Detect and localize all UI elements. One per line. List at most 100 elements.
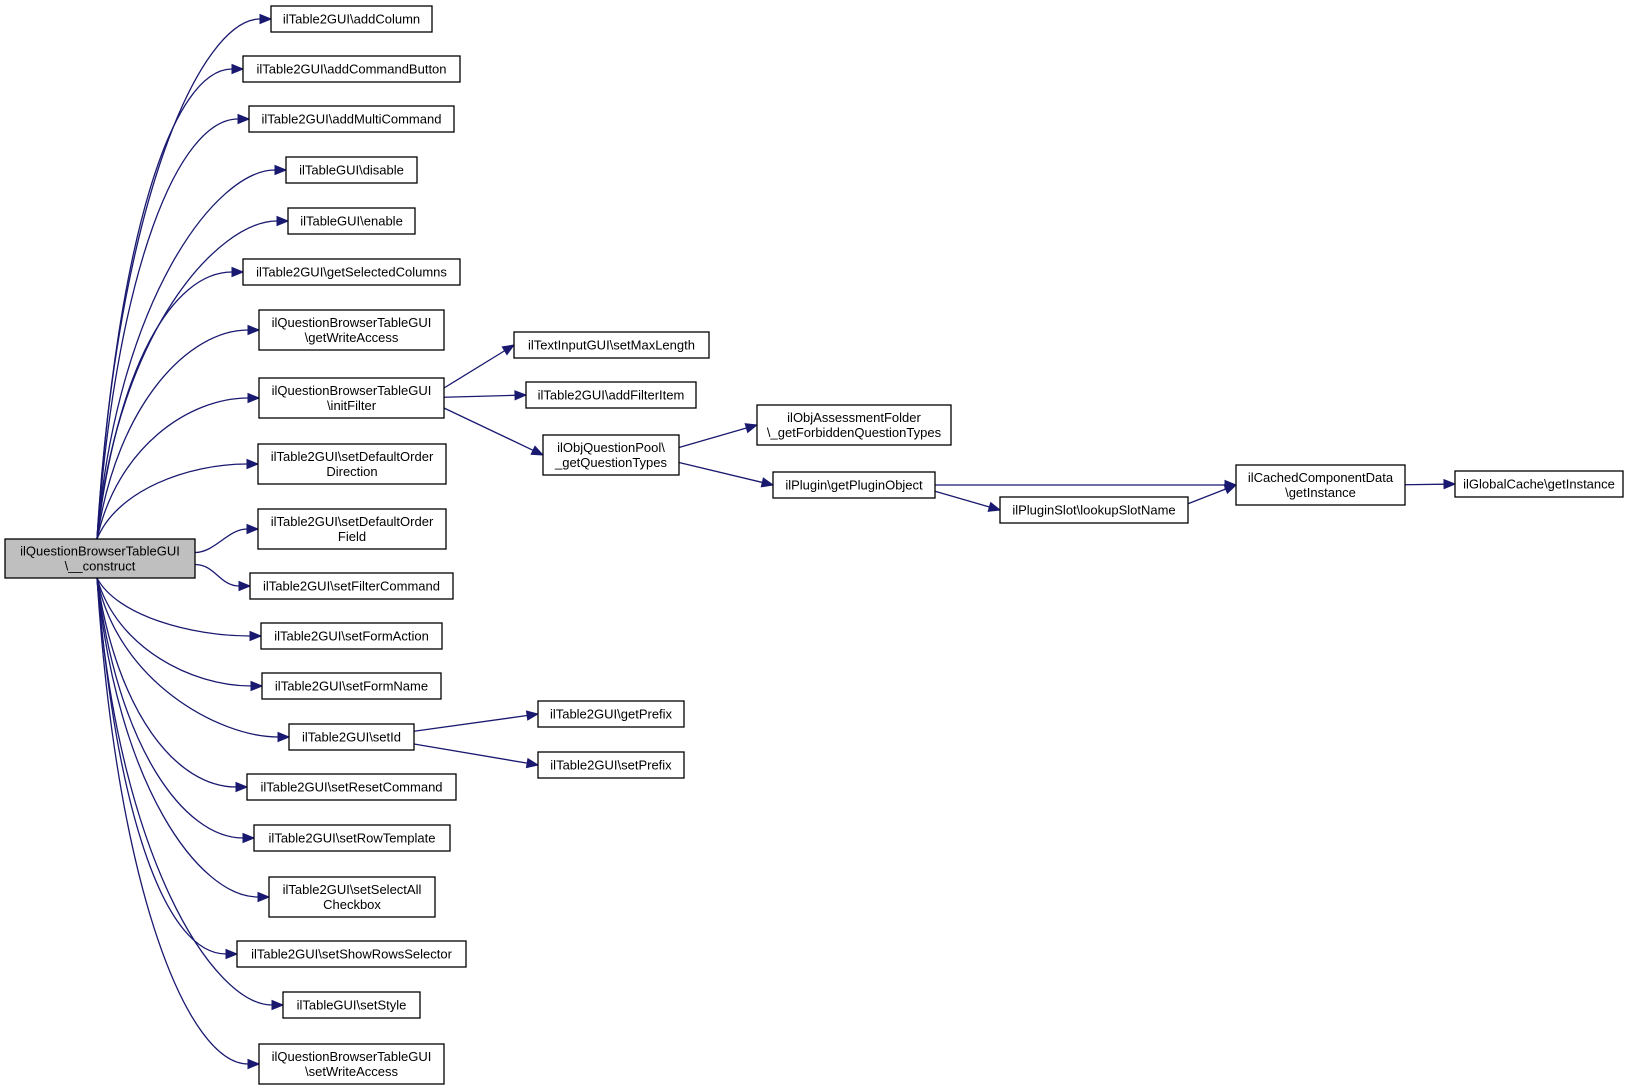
edge-line (96, 397, 249, 540)
node-getforbiddenquestiontypes[interactable]: ilObjAssessmentFolder\_getForbiddenQuest… (756, 404, 952, 446)
edge-root-n12 (96, 577, 263, 642)
edge-line (934, 490, 990, 508)
edge-root-n14 (96, 577, 291, 743)
edge-root-n19 (96, 577, 285, 1011)
node-lookupslotname[interactable]: ilPluginSlot\lookupSlotName (999, 496, 1189, 524)
node-label: ilTable2GUI\getPrefix (550, 707, 673, 722)
node-getselectedcolumns[interactable]: ilTable2GUI\getSelectedColumns (242, 258, 461, 286)
node-addfilteritem[interactable]: ilTable2GUI\addFilterItem (525, 381, 697, 409)
node-box (248, 105, 455, 133)
node-box (287, 207, 416, 235)
edge-line (96, 577, 249, 1065)
node-label: ilTable2GUI\setFormAction (274, 629, 429, 644)
nodes-layer: ilQuestionBrowserTableGUI\__construct ilT… (4, 5, 1624, 1085)
node-setstyle[interactable]: ilTableGUI\setStyle (282, 991, 421, 1019)
node-setprefix[interactable]: ilTable2GUI\setPrefix (537, 751, 685, 779)
node-setmaxlength[interactable]: ilTextInputGUI\setMaxLength (513, 331, 710, 359)
node-box (258, 1043, 445, 1085)
node-getwriteaccess[interactable]: ilQuestionBrowserTableGUI\getWriteAccess (258, 309, 445, 351)
edge-line (678, 461, 763, 484)
edge-arrowhead (225, 948, 239, 960)
node-label: ilTableGUI\setStyle (297, 998, 407, 1013)
node-label: ilTable2GUI\setFormName (275, 679, 428, 694)
node-label: \_getForbiddenQuestionTypes (767, 425, 942, 440)
node-label: \getWriteAccess (305, 330, 399, 345)
node-setformaction[interactable]: ilTable2GUI\setFormAction (260, 622, 443, 650)
node-label: ilTable2GUI\addCommandButton (256, 62, 446, 77)
node-box (260, 622, 443, 650)
edge-arrowhead (987, 501, 1002, 512)
node-enable[interactable]: ilTableGUI\enable (287, 207, 416, 235)
edge-arrowhead (760, 477, 775, 488)
node-getquestiontypes[interactable]: ilObjQuestionPool\_getQuestionTypes (542, 434, 680, 476)
node-addcommandbutton[interactable]: ilTable2GUI\addCommandButton (242, 55, 461, 83)
edge-line (96, 577, 251, 637)
edge-line (443, 350, 505, 389)
node-box (288, 723, 415, 751)
edge-arrowhead (246, 523, 260, 535)
node-label: ilTable2GUI\setFilterCommand (263, 579, 440, 594)
edge-n23-n25 (678, 461, 775, 488)
node-label: ilTable2GUI\getSelectedColumns (256, 265, 447, 280)
edge-arrowhead (271, 999, 285, 1011)
edge-n14-n30 (413, 743, 540, 769)
node-globalcache-getinstance[interactable]: ilGlobalCache\getInstance (1454, 470, 1624, 498)
node-box (253, 824, 451, 852)
node-box (1235, 464, 1406, 506)
node-label: ilQuestionBrowserTableGUI (272, 383, 432, 398)
edge-line (96, 463, 248, 540)
node-initfilter[interactable]: ilQuestionBrowserTableGUI\initFilter (258, 377, 445, 419)
node-label: \setWriteAccess (305, 1064, 398, 1079)
node-setshowrowsselector[interactable]: ilTable2GUI\setShowRowsSelector (236, 940, 467, 968)
node-label: ilTable2GUI\addColumn (283, 12, 420, 27)
node-setfiltercommand[interactable]: ilTable2GUI\setFilterCommand (249, 572, 454, 600)
edge-line (413, 743, 528, 764)
edge-line (96, 577, 237, 788)
node-setformname[interactable]: ilTable2GUI\setFormName (261, 672, 442, 700)
node-label: Field (338, 529, 366, 544)
edge-root-n9 (96, 458, 260, 540)
node-label: ilTable2GUI\setId (302, 730, 401, 745)
node-box (270, 5, 433, 33)
node-box (242, 55, 461, 83)
node-setresetcommand[interactable]: ilTable2GUI\setResetCommand (246, 773, 457, 801)
node-addcolumn[interactable]: ilTable2GUI\addColumn (270, 5, 433, 33)
node-label: ilTableGUI\enable (300, 214, 403, 229)
node-disable[interactable]: ilTableGUI\disable (285, 156, 418, 184)
node-box (258, 309, 445, 351)
edge-line (1404, 483, 1445, 486)
node-setrowtemplate[interactable]: ilTable2GUI\setRowTemplate (253, 824, 451, 852)
edge-arrowhead (525, 710, 540, 721)
node-setid[interactable]: ilTable2GUI\setId (288, 723, 415, 751)
node-getpluginobject[interactable]: ilPlugin\getPluginObject (772, 471, 936, 499)
node-ilquestionbrowsertablegui-construct[interactable]: ilQuestionBrowserTableGUI\__construct (4, 538, 196, 579)
node-setwriteaccess[interactable]: ilQuestionBrowserTableGUI\setWriteAccess (258, 1043, 445, 1085)
edge-arrowhead (237, 113, 251, 125)
edge-root-n13 (96, 577, 264, 692)
node-box (261, 672, 442, 700)
edges-layer (96, 13, 1457, 1070)
node-label: ilTextInputGUI\setMaxLength (528, 338, 695, 353)
edge-line (194, 563, 240, 587)
edge-line (194, 528, 248, 554)
node-box (282, 991, 421, 1019)
node-label: Checkbox (323, 897, 381, 912)
node-box (999, 496, 1189, 524)
edge-arrowhead (274, 164, 288, 176)
node-label: \initFilter (327, 398, 377, 413)
edge-arrowhead (238, 580, 252, 592)
node-label: ilTable2GUI\addFilterItem (538, 388, 685, 403)
edge-arrowhead (235, 781, 249, 793)
edge-root-n2 (96, 63, 245, 540)
node-addmulticommand[interactable]: ilTable2GUI\addMultiCommand (248, 105, 455, 133)
edge-arrowhead (247, 1058, 261, 1070)
edge-arrowhead (744, 423, 759, 434)
edge-line (96, 329, 249, 540)
edge-line (96, 271, 233, 540)
node-label: ilPlugin\getPluginObject (785, 478, 923, 493)
node-cachedcomponentdata-getinstance[interactable]: ilCachedComponentData\getInstance (1235, 464, 1406, 506)
node-getprefix[interactable]: ilTable2GUI\getPrefix (537, 700, 685, 728)
